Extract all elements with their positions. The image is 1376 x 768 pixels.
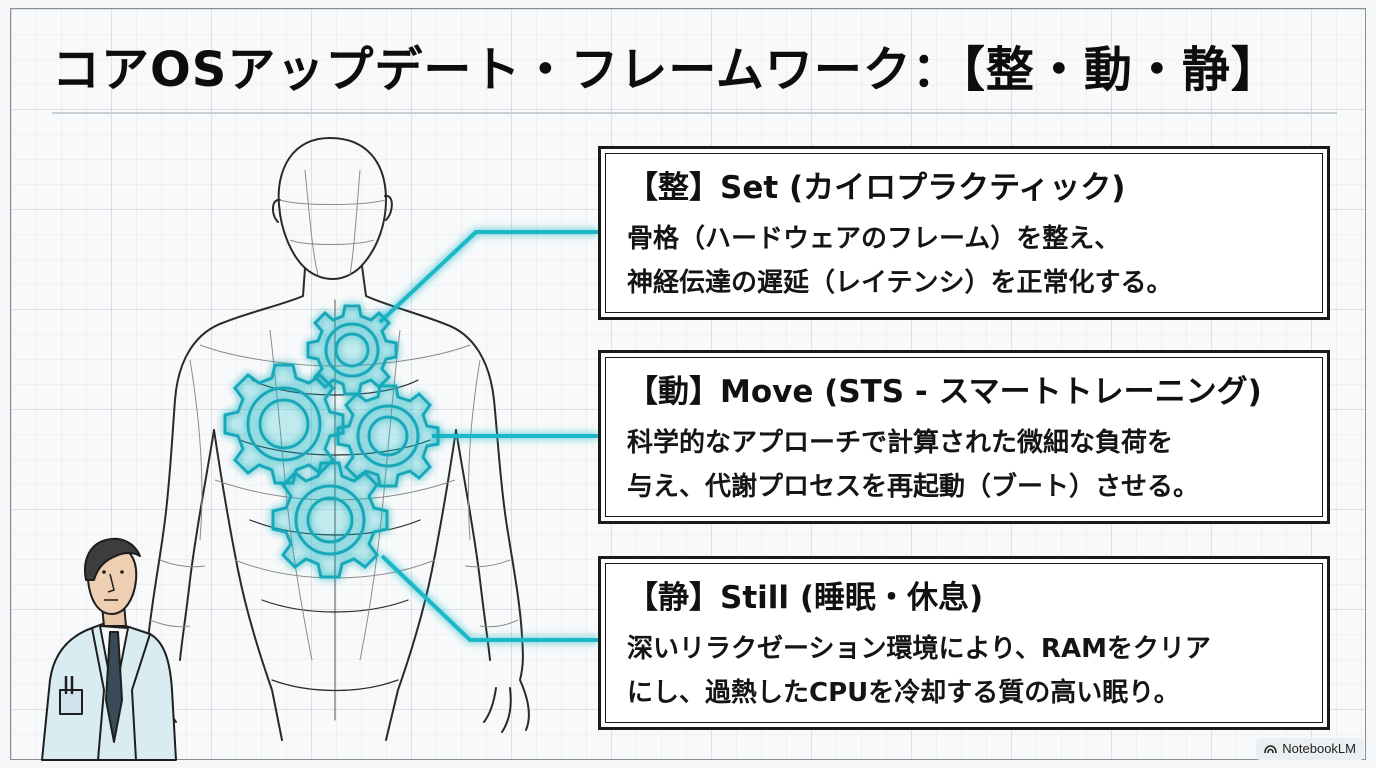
- page-title: コアOSアップデート・フレームワーク：【整・動・静】: [52, 42, 1280, 98]
- section-line: 与え、代謝プロセスを再起動（ブート）させる。: [627, 472, 1200, 502]
- section-body-still: 深いリラクゼーション環境により、RAMをクリア にし、過熱したCPUを冷却する質…: [627, 627, 1305, 715]
- section-card-set: 【整】Set (カイロプラクティック) 骨格（ハードウェアのフレーム）を整え、 …: [598, 146, 1330, 320]
- connector-lines: [378, 230, 598, 642]
- gear-icon-bottom: [271, 461, 389, 579]
- section-line: 科学的なアプローチで計算された微細な負荷を: [627, 428, 1174, 458]
- section-heading-move: 【動】Move (STS - スマートトレーニング): [627, 374, 1262, 410]
- section-heading-still: 【静】Still (睡眠・休息): [627, 580, 984, 616]
- human-body-wireframe: [132, 137, 530, 741]
- connector-still: [380, 554, 598, 642]
- badge-label: NotebookLM: [1282, 741, 1356, 756]
- section-line: にし、過熱したCPUを冷却する質の高い眠り。: [627, 678, 1180, 708]
- section-line: 骨格（ハードウェアのフレーム）を整え、: [627, 224, 1121, 254]
- notebooklm-logo-icon: [1264, 744, 1278, 753]
- notebooklm-badge: NotebookLM: [1256, 738, 1364, 760]
- section-line: 深いリラクゼーション環境により、RAMをクリア: [627, 634, 1211, 664]
- section-line: 神経伝達の遅延（レイテンシ）を正常化する。: [627, 268, 1173, 298]
- section-heading-set: 【整】Set (カイロプラクティック): [627, 170, 1126, 206]
- title-divider: [52, 112, 1337, 114]
- connector-set: [378, 230, 598, 324]
- gear-cluster: [223, 304, 440, 579]
- scientist-illustration: [41, 537, 177, 761]
- section-card-still: 【静】Still (睡眠・休息) 深いリラクゼーション環境により、RAMをクリア…: [598, 556, 1330, 730]
- section-body-move: 科学的なアプローチで計算された微細な負荷を 与え、代謝プロセスを再起動（ブート）…: [627, 421, 1305, 509]
- section-card-move: 【動】Move (STS - スマートトレーニング) 科学的なアプローチで計算さ…: [598, 350, 1330, 524]
- gear-icon-right: [336, 384, 440, 488]
- section-body-set: 骨格（ハードウェアのフレーム）を整え、 神経伝達の遅延（レイテンシ）を正常化する…: [627, 217, 1305, 305]
